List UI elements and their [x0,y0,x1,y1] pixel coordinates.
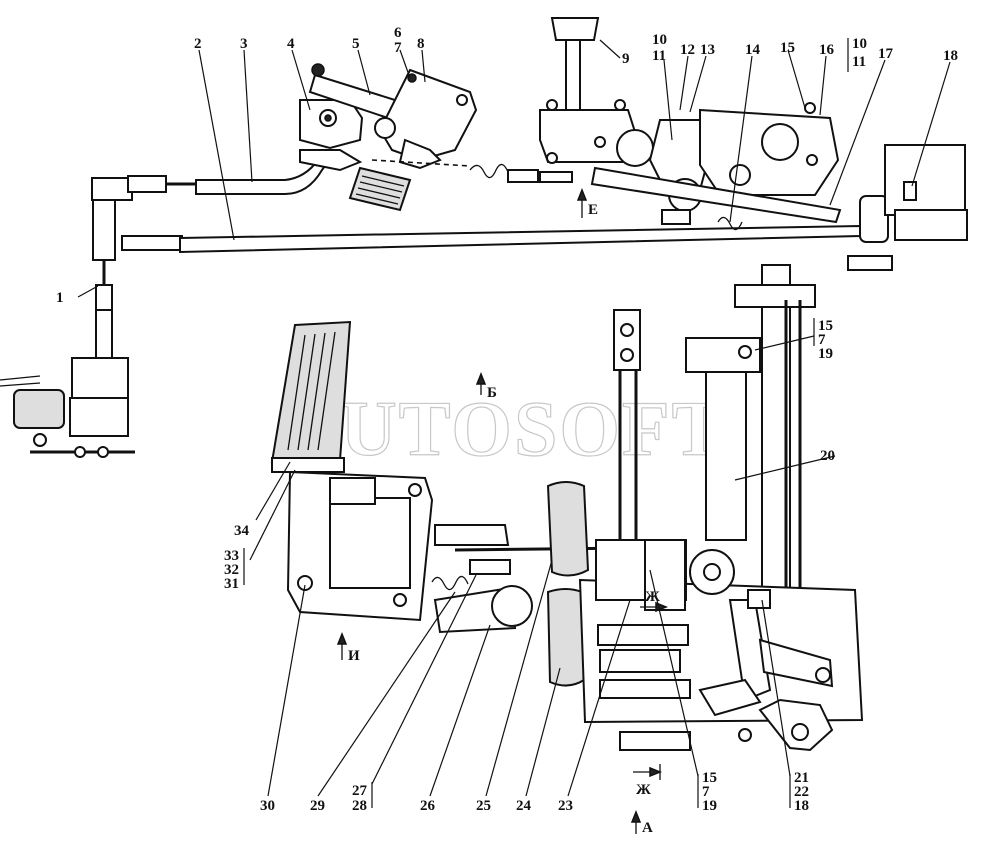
view-marker-a: А [642,820,653,836]
callout-27: 27 [352,783,368,799]
housing-8 [378,68,478,162]
view-marker-b: Б [487,385,497,401]
callout-4: 4 [287,36,295,52]
callout-7-top: 7 [394,40,402,56]
left-actuator-cylinder [13,389,65,429]
callout-33: 33 [224,548,239,564]
callout-8: 8 [417,36,425,52]
rod-14 [590,166,842,224]
callout-3: 3 [240,36,248,52]
callout-26: 26 [420,798,436,814]
callout-6: 6 [394,25,402,41]
view-marker-e: Е [588,202,598,218]
callout-25: 25 [476,798,491,814]
callout-1: 1 [56,290,64,306]
callout-15-mid: 15 [818,318,833,334]
view-marker-i: И [348,648,360,664]
ball-joint [491,585,533,627]
callout-31: 31 [224,576,239,592]
callout-7-bottom: 7 [702,784,710,800]
callout-7-mid: 7 [818,332,826,348]
pedal-34 [270,320,352,464]
callout-19-mid: 19 [818,346,833,362]
callout-13: 13 [700,42,715,58]
rod-1-upper-sleeve [92,199,116,261]
callout-9: 9 [622,51,630,67]
callout-11-right: 11 [852,54,866,70]
brake-pedal-pad [348,166,412,212]
view-markers: Е Б Ж И Ж А [348,202,660,836]
knob-24 [546,588,586,687]
callout-5: 5 [352,36,360,52]
knob-9 [550,17,600,41]
watermark: AUTOSOFT [282,385,726,472]
callout-20: 20 [820,448,835,464]
callout-17: 17 [878,46,894,62]
callout-16: 16 [819,42,835,58]
bracket-18 [884,144,966,216]
callouts: 1 2 3 4 5 6 7 8 9 10 11 12 13 14 15 16 1… [56,25,958,814]
upper-linkage-assembly [0,17,968,458]
callout-24: 24 [516,798,532,814]
post-left [613,309,641,371]
callout-30: 30 [260,798,275,814]
knob-25 [546,481,590,577]
lower-clamp [619,731,691,751]
callout-11-left: 11 [652,48,666,64]
callout-32: 32 [224,562,239,578]
callout-19-bottom: 19 [702,798,717,814]
callout-18-bottom: 18 [794,798,809,814]
callout-12: 12 [680,42,695,58]
callout-10-left: 10 [652,32,667,48]
callout-15-top: 15 [780,40,795,56]
callout-29: 29 [310,798,325,814]
fork-17 [859,195,889,243]
callout-22: 22 [794,784,809,800]
callout-10-right: 10 [852,36,867,52]
callout-21: 21 [794,770,809,786]
lower-pedal-assembly [270,264,864,834]
view-marker-zh-bottom: Ж [636,782,651,798]
rod-2 [179,224,861,254]
callout-18-top: 18 [943,48,958,64]
callout-23: 23 [558,798,573,814]
callout-15-bottom: 15 [702,770,717,786]
callout-28: 28 [352,798,367,814]
view-marker-zh-mid: Ж [645,589,660,605]
callout-2: 2 [194,36,202,52]
callout-34: 34 [234,523,250,539]
callout-14: 14 [745,42,761,58]
leader-lines [77,39,951,808]
